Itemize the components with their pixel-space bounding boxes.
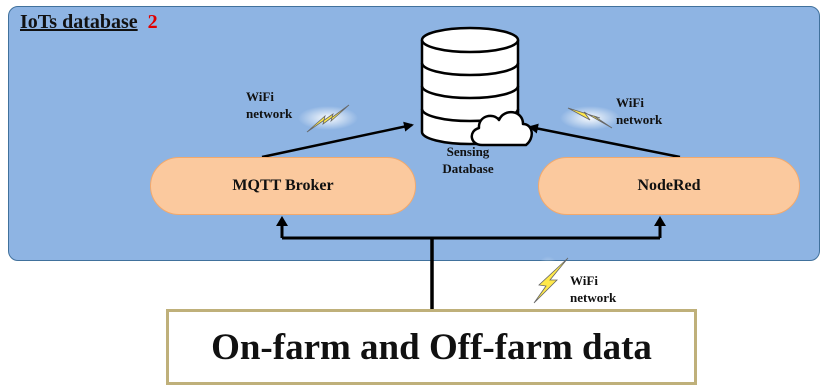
wifi-label-bottom-line1: WiFi bbox=[570, 273, 598, 288]
panel-title: IoTs database 2 bbox=[20, 11, 158, 34]
wifi-label-right-line1: WiFi bbox=[616, 95, 644, 110]
mqtt-broker-label: MQTT Broker bbox=[232, 177, 334, 194]
wifi-label-right-line2: network bbox=[616, 112, 663, 127]
database-label: Sensing Database bbox=[430, 143, 506, 177]
mqtt-broker-node: MQTT Broker bbox=[150, 157, 416, 215]
farm-data-label: On-farm and Off-farm data bbox=[211, 326, 652, 368]
wifi-label-right: WiFi network bbox=[616, 94, 662, 128]
lightning-icon-right bbox=[560, 106, 620, 130]
wifi-label-left-line1: WiFi bbox=[246, 89, 274, 104]
arrow-nodered-to-database bbox=[528, 123, 681, 159]
panel-number: 2 bbox=[147, 11, 158, 33]
cloud-icon bbox=[470, 111, 533, 147]
iots-database-panel bbox=[8, 6, 820, 261]
wifi-label-bottom-line2: network bbox=[570, 290, 617, 305]
panel-title-text: IoTs database bbox=[20, 11, 138, 33]
lightning-icon-bottom bbox=[533, 256, 569, 308]
wifi-label-bottom: WiFi network bbox=[570, 272, 616, 306]
wifi-label-left: WiFi network bbox=[246, 88, 292, 122]
arrow-mqtt-to-database bbox=[261, 121, 414, 159]
nodered-label: NodeRed bbox=[637, 177, 701, 194]
database-label-line1: Sensing bbox=[446, 144, 490, 159]
lightning-icon-left bbox=[298, 104, 358, 133]
database-label-line2: Database bbox=[442, 161, 494, 176]
nodered-node: NodeRed bbox=[538, 157, 800, 215]
wifi-label-left-line2: network bbox=[246, 106, 293, 121]
connector-source-to-brokers bbox=[276, 216, 666, 309]
farm-data-source-box: On-farm and Off-farm data bbox=[166, 309, 697, 385]
